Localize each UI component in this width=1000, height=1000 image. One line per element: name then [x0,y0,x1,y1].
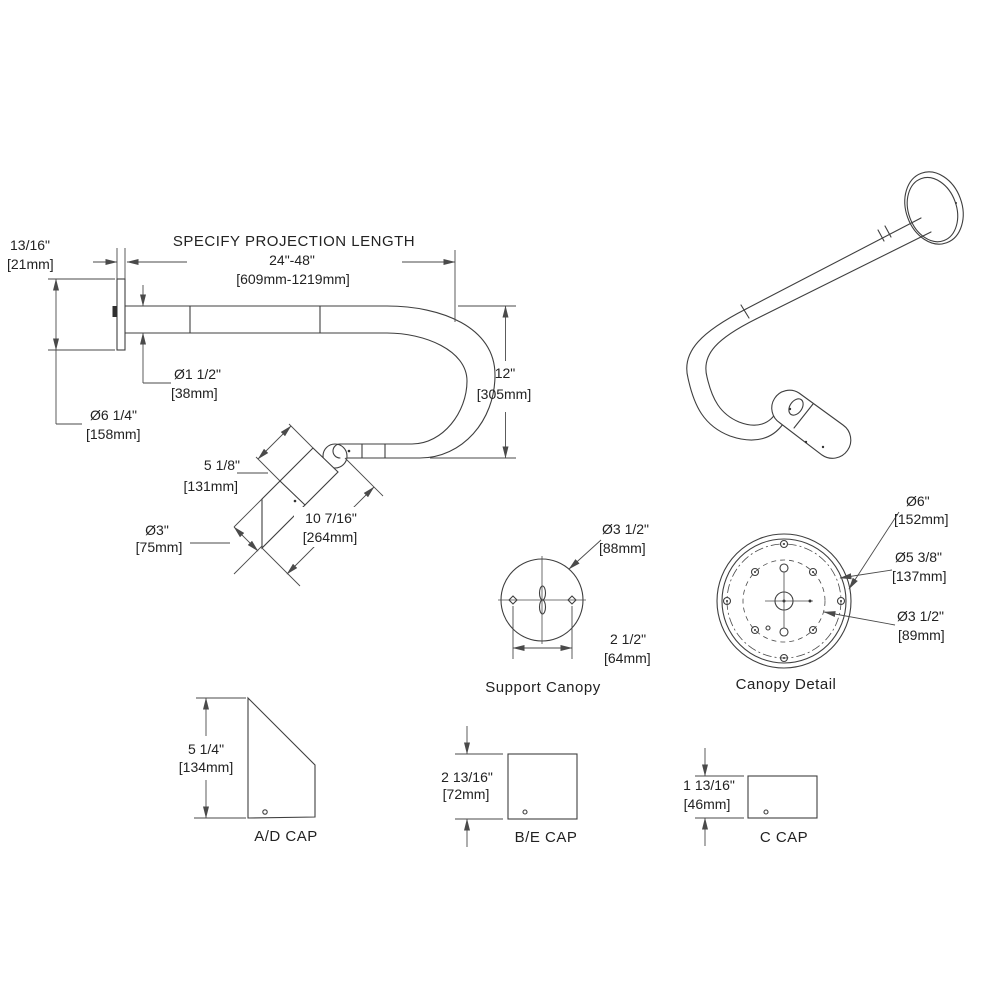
dim-cap-be-in: 2 13/16" [441,769,493,785]
dim-head-body-in: 5 1/8" [204,457,240,473]
cap-ad-hole [262,809,268,815]
cap-be-view [455,726,578,847]
center-slot-upper [538,585,547,601]
iso-lamp-head [771,389,852,459]
dim-head-overall-mm: [264mm] [303,529,357,545]
projection-range-in: 24"-48" [269,252,315,268]
dim-canopy-bolt-mm: [137mm] [892,568,946,584]
iso-stem-seam [877,229,885,242]
cap-ad-label: A/D CAP [254,828,318,845]
support-canopy-caption: Support Canopy [485,679,600,696]
iso-bend-seam [740,304,750,319]
projection-range-mm: [609mm-1219mm] [236,271,350,287]
dim-head-opening-mm: [75mm] [136,539,183,555]
bend-inner-edge [339,332,468,445]
dim-cap-be-mm: [72mm] [443,786,490,802]
cap-be-outline [507,753,578,820]
cap-c-view [695,748,818,846]
dim-cap-c-in: 1 13/16" [683,777,735,793]
mount-hole-left [508,595,518,605]
iso-stem-edge [745,217,922,310]
dim-drop-in: 12" [495,365,516,381]
arm-end-dot [347,449,351,453]
dim-backplate-dia-mm: [158mm] [86,426,140,442]
iso-dot [804,440,808,444]
mount-hole-right [567,595,577,605]
dim-canopy-inner-mm: [89mm] [898,627,945,643]
dim-cap-ad-mm: [134mm] [179,759,233,775]
dim-cap-c-mm: [46mm] [684,796,731,812]
main-view-dimensions [48,248,516,587]
iso-stem-seam [884,225,892,238]
dim-head-overall-in: 10 7/16" [305,510,357,526]
dim-plate-thickness-in: 13/16" [10,237,50,253]
iso-knuckle-face [788,398,804,416]
iso-dot [821,445,825,449]
inner-dashed-circle [742,559,826,643]
cap-c-label: C CAP [760,829,808,846]
cap-c-hole [763,809,769,815]
canopy-detail-caption: Canopy Detail [736,676,837,693]
slot-hole-bottom [779,627,789,637]
cap-be-hole [522,809,528,815]
projection-title: SPECIFY PROJECTION LENGTH [173,233,415,250]
dim-head-opening-in: Ø3" [145,522,169,538]
dim-canopy-bolt-in: Ø5 3/8" [895,549,942,565]
centerline-end-dot [808,599,812,603]
dim-arm-dia-mm: [38mm] [171,385,218,401]
dim-support-canopy-dia-mm: [88mm] [599,540,646,556]
support-canopy-view [498,539,602,659]
canopy-outer-circle [716,533,852,669]
dim-hole-spacing-in: 2 1/2" [610,631,646,647]
iso-canopy-dot [955,202,957,204]
dim-cap-ad-in: 5 1/4" [188,741,224,757]
dim-drop-mm: [305mm] [477,386,531,402]
cap-ad-view [194,696,316,819]
wall-plate [116,278,126,351]
slot-hole-top [779,563,789,573]
iso-wall-canopy-rim [906,176,959,243]
bolt-holes-inner [750,567,818,635]
dim-canopy-outer-mm: [152mm] [894,511,948,527]
dim-arm-dia-in: Ø1 1/2" [174,366,221,382]
dim-backplate-dia-in: Ø6 1/4" [90,407,137,423]
dim-support-canopy-dia-in: Ø3 1/2" [602,521,649,537]
dim-canopy-outer-in: Ø6" [906,493,930,509]
iso-stem-edge [755,231,932,320]
center-slot-lower [538,599,547,615]
iso-head-seam [793,403,814,429]
iso-gooseneck-inner [705,318,778,426]
bolt-holes-outer [722,539,846,663]
isometric-view [686,171,964,459]
cap-ad-outline [247,696,316,819]
iso-dot [788,407,792,411]
dim-canopy-inner-in: Ø3 1/2" [897,608,944,624]
arm-end-cap [332,443,341,459]
cap-c-outline [747,775,818,819]
dim-head-body-mm: [131mm] [184,478,238,494]
iso-gooseneck-outer [686,308,784,441]
iso-wall-canopy-outer [904,171,964,245]
bend-outer-edge [339,305,496,459]
lamp-head-dot [293,499,297,503]
dim-plate-thickness-mm: [21mm] [7,256,54,272]
stem-section-mark [112,306,117,317]
canopy-ring-circle [721,538,847,664]
pilot-hole [765,625,771,631]
cap-be-label: B/E CAP [515,829,578,846]
dim-hole-spacing-mm: [64mm] [604,650,651,666]
canopy-detail-view [716,511,900,669]
